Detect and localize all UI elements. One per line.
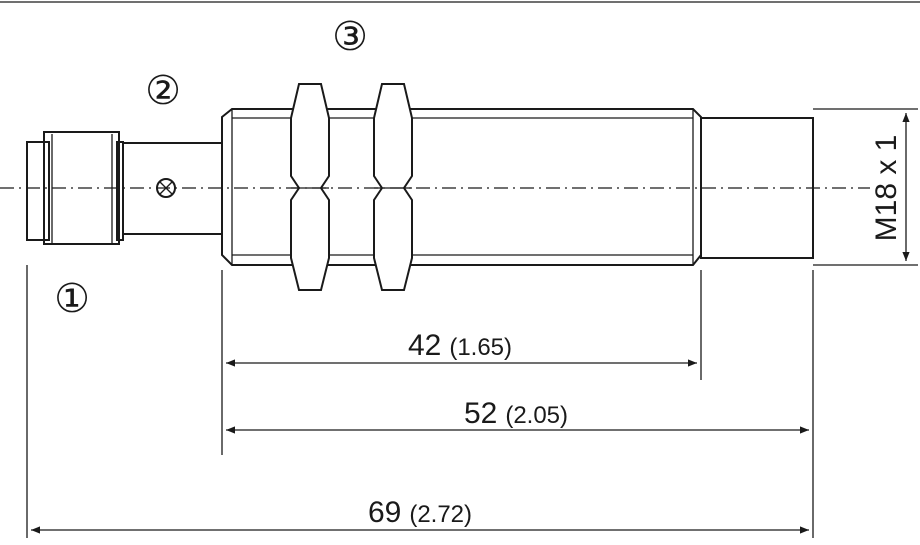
- dimension-text-52: 52(2.05): [464, 397, 568, 430]
- thread-dimension: [813, 108, 918, 266]
- callout-2: ②: [145, 68, 181, 114]
- dimension-text-42: 42(1.65): [408, 329, 512, 362]
- thread-label: M18 x 1: [870, 135, 903, 242]
- sensor-neck: [123, 142, 222, 235]
- connector-m12: [26, 131, 124, 245]
- dimension-text-69: 69(2.72): [368, 496, 472, 529]
- callout-1: ①: [54, 276, 90, 322]
- lock-nut-1: [290, 83, 330, 291]
- extension-lines: [26, 265, 814, 538]
- lock-nut-2: [373, 83, 413, 291]
- callout-3: ③: [332, 14, 368, 60]
